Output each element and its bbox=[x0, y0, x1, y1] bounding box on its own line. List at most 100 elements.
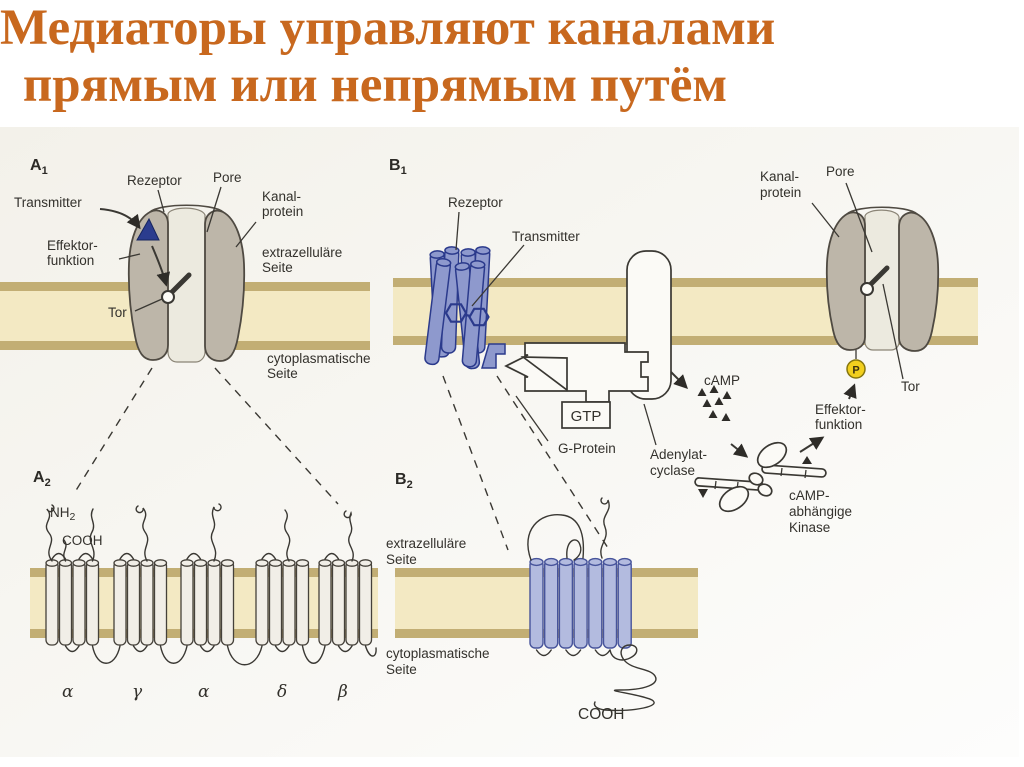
helix-cylinder bbox=[331, 559, 346, 646]
b2-c-terminal-tail bbox=[593, 644, 657, 712]
b2-label-cyto-1: cytoplasmatische bbox=[386, 646, 490, 661]
b1-label-kinase-3: Kinase bbox=[789, 520, 830, 535]
b1-panel-tag: B1 bbox=[389, 157, 407, 177]
helix-cylinder bbox=[193, 559, 208, 646]
a1-label-pore: Pore bbox=[213, 170, 242, 185]
b2-label-extra-2: Seite bbox=[386, 552, 417, 567]
a1-gate-circle bbox=[161, 290, 175, 304]
helix-cylinder bbox=[153, 559, 168, 646]
b1-gate-circle bbox=[860, 282, 874, 296]
a1-labels: A1 Rezeptor Pore Transmitter Kanal- prot… bbox=[14, 157, 371, 381]
b1-label-adenylat-2: cyclase bbox=[650, 463, 695, 478]
b1-label-effektor-2: funktion bbox=[815, 417, 862, 432]
a1-label-effektor-1: Effektor- bbox=[47, 238, 98, 253]
zoom-guides-a bbox=[74, 367, 339, 505]
a1-label-extra-1: extrazelluläre bbox=[262, 245, 342, 260]
phosphate-badge bbox=[846, 359, 866, 379]
a2-label-nh2: NH2 bbox=[50, 505, 76, 523]
b1-label-kinase-2: abhängige bbox=[789, 504, 852, 519]
a1-label-effektor-2: funktion bbox=[47, 253, 94, 268]
a2-subunit-delta: δ bbox=[277, 682, 287, 702]
b1-label-pore: Pore bbox=[826, 164, 855, 179]
b1-leader-lines bbox=[455, 182, 904, 446]
helix-cylinder bbox=[295, 559, 310, 646]
b2-helix-bundle bbox=[527, 497, 657, 712]
helix-cylinder bbox=[318, 559, 332, 646]
a2-subunit-alpha2: α bbox=[198, 682, 210, 702]
camp-kinase bbox=[694, 441, 827, 513]
helix-cylinder bbox=[113, 559, 127, 646]
a2-subunit-beta: β bbox=[337, 682, 348, 702]
camp-molecules bbox=[697, 385, 812, 498]
b2-label-cyto-2: Seite bbox=[386, 662, 417, 677]
helix-cylinder bbox=[220, 559, 235, 646]
gtp-label: GTP bbox=[571, 408, 602, 425]
helix-cylinder bbox=[255, 559, 269, 646]
gtp-box bbox=[561, 401, 611, 429]
receptor-foot-hook bbox=[481, 343, 506, 369]
b1-label-g-protein: G-Protein bbox=[558, 441, 616, 456]
b1-label-tor: Tor bbox=[901, 379, 920, 394]
a1-panel-tag: A1 bbox=[30, 157, 48, 177]
a1-label-transmitter: Transmitter bbox=[14, 195, 82, 210]
b1-gate-lever bbox=[868, 265, 890, 287]
helix-cylinder bbox=[126, 559, 141, 646]
camp-near-kinase bbox=[802, 456, 812, 464]
b2-label-extra-1: extrazelluläre bbox=[386, 536, 466, 551]
b2-helix bbox=[544, 557, 559, 649]
slide-title-line2: прямым или непрямым путём bbox=[22, 57, 728, 113]
a1-channel-protein bbox=[127, 204, 246, 363]
b2-helix bbox=[573, 557, 588, 649]
g-protein: GTP bbox=[504, 342, 649, 429]
b1-label-adenylat-1: Adenylat- bbox=[650, 447, 707, 462]
a2-labels: A2 NH2 COOH α γ α δ β bbox=[33, 469, 348, 702]
a1-transmitter-molecule bbox=[136, 217, 160, 241]
b2-panel-tag: B2 bbox=[395, 471, 413, 491]
a2-loops bbox=[45, 503, 377, 666]
helix-cylinder bbox=[85, 559, 100, 646]
helix-cylinder bbox=[45, 559, 59, 646]
b1-transmitter-hexagon-1 bbox=[444, 303, 468, 323]
slide-title: Медиаторы управляют каналами прямым или … bbox=[0, 0, 776, 114]
a1-pore bbox=[167, 207, 206, 363]
helix-cylinder bbox=[268, 559, 283, 646]
helix-cylinder bbox=[58, 559, 73, 646]
b1-right-lobe bbox=[898, 211, 940, 352]
b1-label-kanal-2: protein bbox=[760, 185, 801, 200]
helix-cylinder bbox=[140, 559, 154, 646]
b2-helix bbox=[617, 557, 632, 649]
b1-left-lobe bbox=[825, 211, 866, 351]
camp-below-kinase bbox=[698, 489, 708, 498]
b2-loops bbox=[527, 497, 657, 712]
a1-gate-lever bbox=[169, 272, 192, 295]
b1-label-kinase-1: cAMP- bbox=[789, 488, 830, 503]
a1-label-tor: Tor bbox=[108, 305, 127, 320]
b2-helix bbox=[558, 557, 574, 649]
slide-title-line1: Медиаторы управляют каналами bbox=[0, 0, 776, 56]
b1-label-rezeptor: Rezeptor bbox=[448, 195, 503, 210]
helix-cylinder bbox=[345, 559, 359, 646]
a1-conformation-arrow bbox=[151, 245, 171, 287]
b1-arrows bbox=[670, 371, 857, 458]
a1-label-rezeptor: Rezeptor bbox=[127, 173, 182, 188]
a2-panel-tag: A2 bbox=[33, 469, 51, 489]
a1-leader-lines bbox=[99, 186, 257, 312]
b1-label-effektor-1: Effektor- bbox=[815, 402, 866, 417]
a1-label-cyto-1: cytoplasmatische bbox=[267, 351, 371, 366]
b1-pore-shape bbox=[864, 209, 900, 351]
helix-cylinder bbox=[358, 559, 373, 646]
b2-label-cooh: COOH bbox=[578, 706, 625, 723]
helix-cylinder bbox=[207, 559, 221, 646]
b1-label-camp: cAMP bbox=[704, 373, 740, 388]
b1-channel-protein: P bbox=[825, 206, 940, 379]
a2-label-cooh: COOH bbox=[62, 533, 103, 548]
b2-helix bbox=[588, 557, 603, 649]
a2-subunit-alpha1: α bbox=[62, 682, 74, 702]
b1-receptor-bundle bbox=[423, 245, 506, 370]
g-protein-fold bbox=[520, 356, 568, 392]
b1-label-transmitter: Transmitter bbox=[512, 229, 580, 244]
a1-label-cyto-2: Seite bbox=[267, 366, 298, 381]
helix-cylinder bbox=[282, 559, 296, 646]
b2-helix bbox=[602, 557, 618, 649]
